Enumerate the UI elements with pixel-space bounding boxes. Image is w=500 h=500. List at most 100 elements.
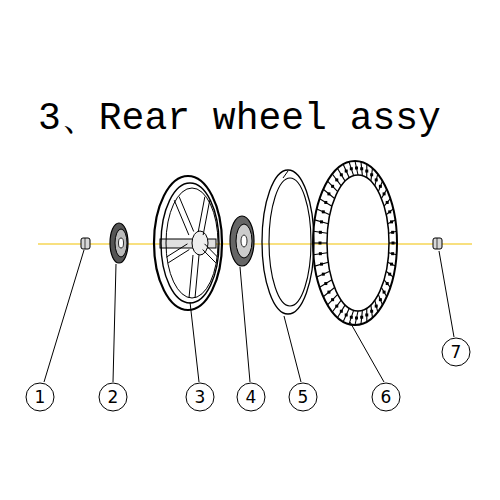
tire [313,161,397,325]
tire-tread [375,300,378,312]
tire-tread [389,242,397,243]
tire-tread [383,192,386,195]
tire-tread [389,253,397,255]
tire-tread [371,305,373,318]
tire-tread [361,310,362,324]
tire-tread [313,231,327,233]
wheel-spoke [174,197,193,235]
tire-tread [338,168,346,181]
tire-tread [323,288,334,297]
tire-tread [361,162,362,176]
tire-tread [319,231,322,234]
tire-tread [386,201,389,204]
nut-left [81,238,90,249]
tire-tread [381,189,386,198]
tire-tread [320,220,323,223]
tire-tread [386,271,393,277]
tire-tread [331,185,334,188]
tire-tread [389,231,397,233]
callout-number: 3 [187,389,213,406]
axis-line [38,243,472,244]
tire-tread [388,220,396,224]
tire-tread [343,308,349,321]
tire-tread [327,294,337,305]
tire-tread [360,167,363,170]
tire-tread [313,242,327,243]
tire-tread [331,298,334,301]
tire-tread [345,170,348,173]
tire-tread [371,168,373,181]
tire-tread [355,167,358,170]
tire-tread [332,300,341,312]
leader-lines [44,250,454,382]
tire-tread [322,273,325,276]
tire-tread [323,189,334,198]
tire-tread [345,313,348,316]
tire-tread [391,252,394,255]
tire-tread [383,291,386,294]
wheel-spoke [189,255,199,298]
callout-number: 4 [238,389,264,406]
tire-tread [381,288,386,297]
callout-number: 5 [290,389,316,406]
tire-tread [324,201,327,204]
tire-tread [388,273,391,276]
tire-tread [327,181,337,192]
tire-tread [388,210,391,213]
tire-tread [315,220,329,224]
tire-tread [384,199,390,207]
tire-tread [370,310,373,313]
tire-tread [378,181,382,192]
tire-tread [322,210,325,213]
wheel-spoke [203,244,218,263]
tire-tread [375,178,378,181]
tire-tread [366,164,367,177]
tire-tread [317,209,330,215]
sprocket [110,223,128,263]
tire-tread [386,209,393,215]
tire-tread [370,173,373,176]
nut-right [433,238,442,249]
tire-tread [335,178,338,181]
tire-tread [384,280,390,288]
tire-tread [340,310,343,313]
tire-tread [349,310,354,324]
wheel-rim [154,176,222,310]
wheel-spoke [166,244,189,263]
tire-tread [355,311,358,325]
tire-tread [355,317,358,320]
tire-tread [388,262,396,266]
tire-tread [350,167,353,170]
tire-tread [319,242,322,245]
tire-tread [338,305,346,318]
tire-tread [320,280,332,288]
tire-tread [379,298,382,301]
tire-tread [327,291,330,294]
callout-number: 6 [373,389,399,406]
tire-tread [390,220,393,223]
tire-tread [320,263,323,266]
callout-number: 2 [100,389,126,406]
tire-tread [315,262,329,266]
tire-tread [365,170,368,173]
brake-disc [230,216,254,266]
diagram-title: 3、Rear wheel assy [38,100,441,138]
tire-tread [366,308,367,321]
tire-tread [317,271,330,277]
tire-tread [390,263,393,266]
tire-tread [378,294,382,305]
tire-tread [320,199,332,207]
tire-tread [391,231,394,234]
tire-tread [365,313,368,316]
inner-tube [262,170,314,314]
tire-tread [335,305,338,308]
tire-tread [349,162,354,176]
tire-tread [319,252,322,255]
tire-tread [392,242,395,245]
callout-number: 1 [27,389,53,406]
tire-tread [355,161,358,175]
callout-number: 7 [443,344,469,361]
wheel-spoke [198,197,209,235]
